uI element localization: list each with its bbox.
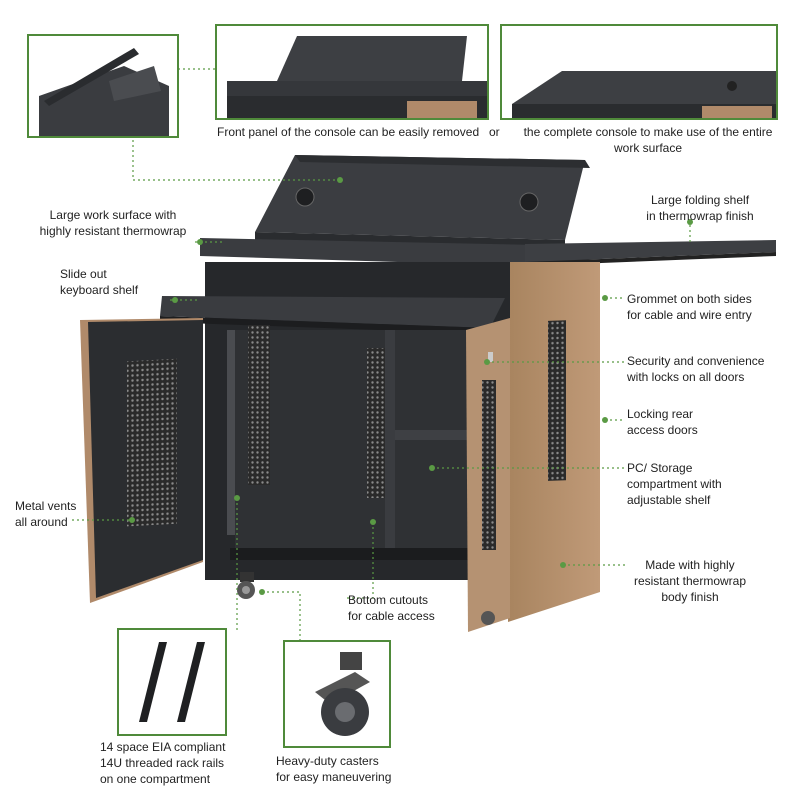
grommet-icon (519, 192, 539, 212)
perforated-vent-icon (482, 380, 496, 550)
perforated-vent-icon (127, 358, 177, 527)
label-work-surface: Large work surface with highly resistant… (28, 207, 198, 239)
label-bottom-cutouts-line1: Bottom cutouts (348, 593, 429, 607)
console-flat-illustration (512, 71, 776, 118)
label-keyboard-shelf: Slide out keyboard shelf (60, 266, 180, 298)
perforated-vent-icon (548, 320, 566, 481)
label-keyboard-shelf-line2: keyboard shelf (60, 283, 139, 297)
complete-console-caption-line1: the complete console to make use of the … (523, 125, 773, 139)
label-rack-rails-line3: on one compartment (100, 772, 211, 786)
label-storage-line1: PC/ Storage (627, 461, 693, 475)
label-security-locks-line1: Security and convenience (627, 354, 765, 368)
label-rear-doors-line1: Locking rear (627, 407, 694, 421)
label-work-surface-line1: Large work surface with (49, 208, 177, 222)
label-grommet-line1: Grommet on both sides (627, 292, 752, 306)
inset-casters (283, 640, 391, 748)
inset-front-panel-lift (27, 34, 179, 138)
label-folding-shelf-line1: Large folding shelf (650, 193, 750, 207)
console-with-panel-illustration (227, 36, 487, 118)
label-folding-shelf-line2: in thermowrap finish (646, 209, 754, 223)
label-grommet-line2: for cable and wire entry (627, 308, 752, 322)
label-rear-doors: Locking rear access doors (627, 406, 787, 438)
label-casters: Heavy-duty casters for easy maneuvering (276, 753, 436, 785)
or-caption: or (489, 125, 500, 139)
label-security-locks: Security and convenience with locks on a… (627, 353, 787, 385)
lectern-console (255, 155, 590, 248)
keyboard-shelf (160, 296, 505, 328)
caster-wheel-icon (237, 572, 495, 625)
front-panel-caption: Front panel of the console can be easily… (217, 125, 480, 139)
work-surface (200, 238, 588, 266)
label-rear-doors-line2: access doors (627, 423, 698, 437)
label-body-finish: Made with highly resistant thermowrap bo… (610, 557, 770, 605)
label-bottom-cutouts-line2: for cable access (348, 609, 435, 623)
label-storage-line2: compartment with (627, 477, 722, 491)
inset-complete-console-removed (500, 24, 778, 120)
inset-front-panel-removed (215, 24, 489, 120)
lock-icon (488, 352, 493, 362)
rack-rail-icon (227, 330, 235, 535)
label-folding-shelf: Large folding shelf in thermowrap finish (620, 192, 780, 224)
label-body-finish-line2: resistant thermowrap (633, 574, 747, 588)
label-storage-line3: adjustable shelf (627, 493, 711, 507)
label-casters-line2: for easy maneuvering (276, 770, 392, 784)
label-casters-line1: Heavy-duty casters (276, 754, 379, 768)
perforated-vent-icon (367, 348, 385, 498)
label-grommet: Grommet on both sides for cable and wire… (627, 291, 787, 323)
label-security-locks-line2: with locks on all doors (627, 370, 745, 384)
label-storage-compartment: PC/ Storage compartment with adjustable … (627, 460, 787, 508)
label-metal-vents-line1: Metal vents (15, 499, 77, 513)
label-body-finish-line3: body finish (661, 590, 719, 604)
complete-console-caption: the complete console to make use of the … (505, 124, 791, 156)
label-metal-vents-line2: all around (15, 515, 68, 529)
grommet-icon (295, 187, 315, 207)
label-rack-rails-line1: 14 space EIA compliant (100, 740, 226, 754)
label-metal-vents: Metal vents all around (15, 498, 95, 530)
perforated-vent-icon (248, 325, 270, 485)
label-body-finish-line1: Made with highly (645, 558, 735, 572)
complete-console-caption-line2: work surface (613, 141, 683, 155)
label-keyboard-shelf-line1: Slide out (60, 267, 107, 281)
inset-rack-rails (117, 628, 227, 736)
front-panel-lift-illustration (39, 48, 169, 136)
rack-rail-icon (139, 642, 205, 722)
label-rack-rails-line2: 14U threaded rack rails (100, 756, 225, 770)
label-work-surface-line2: highly resistant thermowrap (39, 224, 187, 238)
caster-wheel-icon (315, 652, 370, 736)
label-bottom-cutouts: Bottom cutouts for cable access (348, 592, 468, 624)
folding-shelf (525, 240, 776, 262)
label-rack-rails: 14 space EIA compliant 14U threaded rack… (100, 739, 280, 787)
